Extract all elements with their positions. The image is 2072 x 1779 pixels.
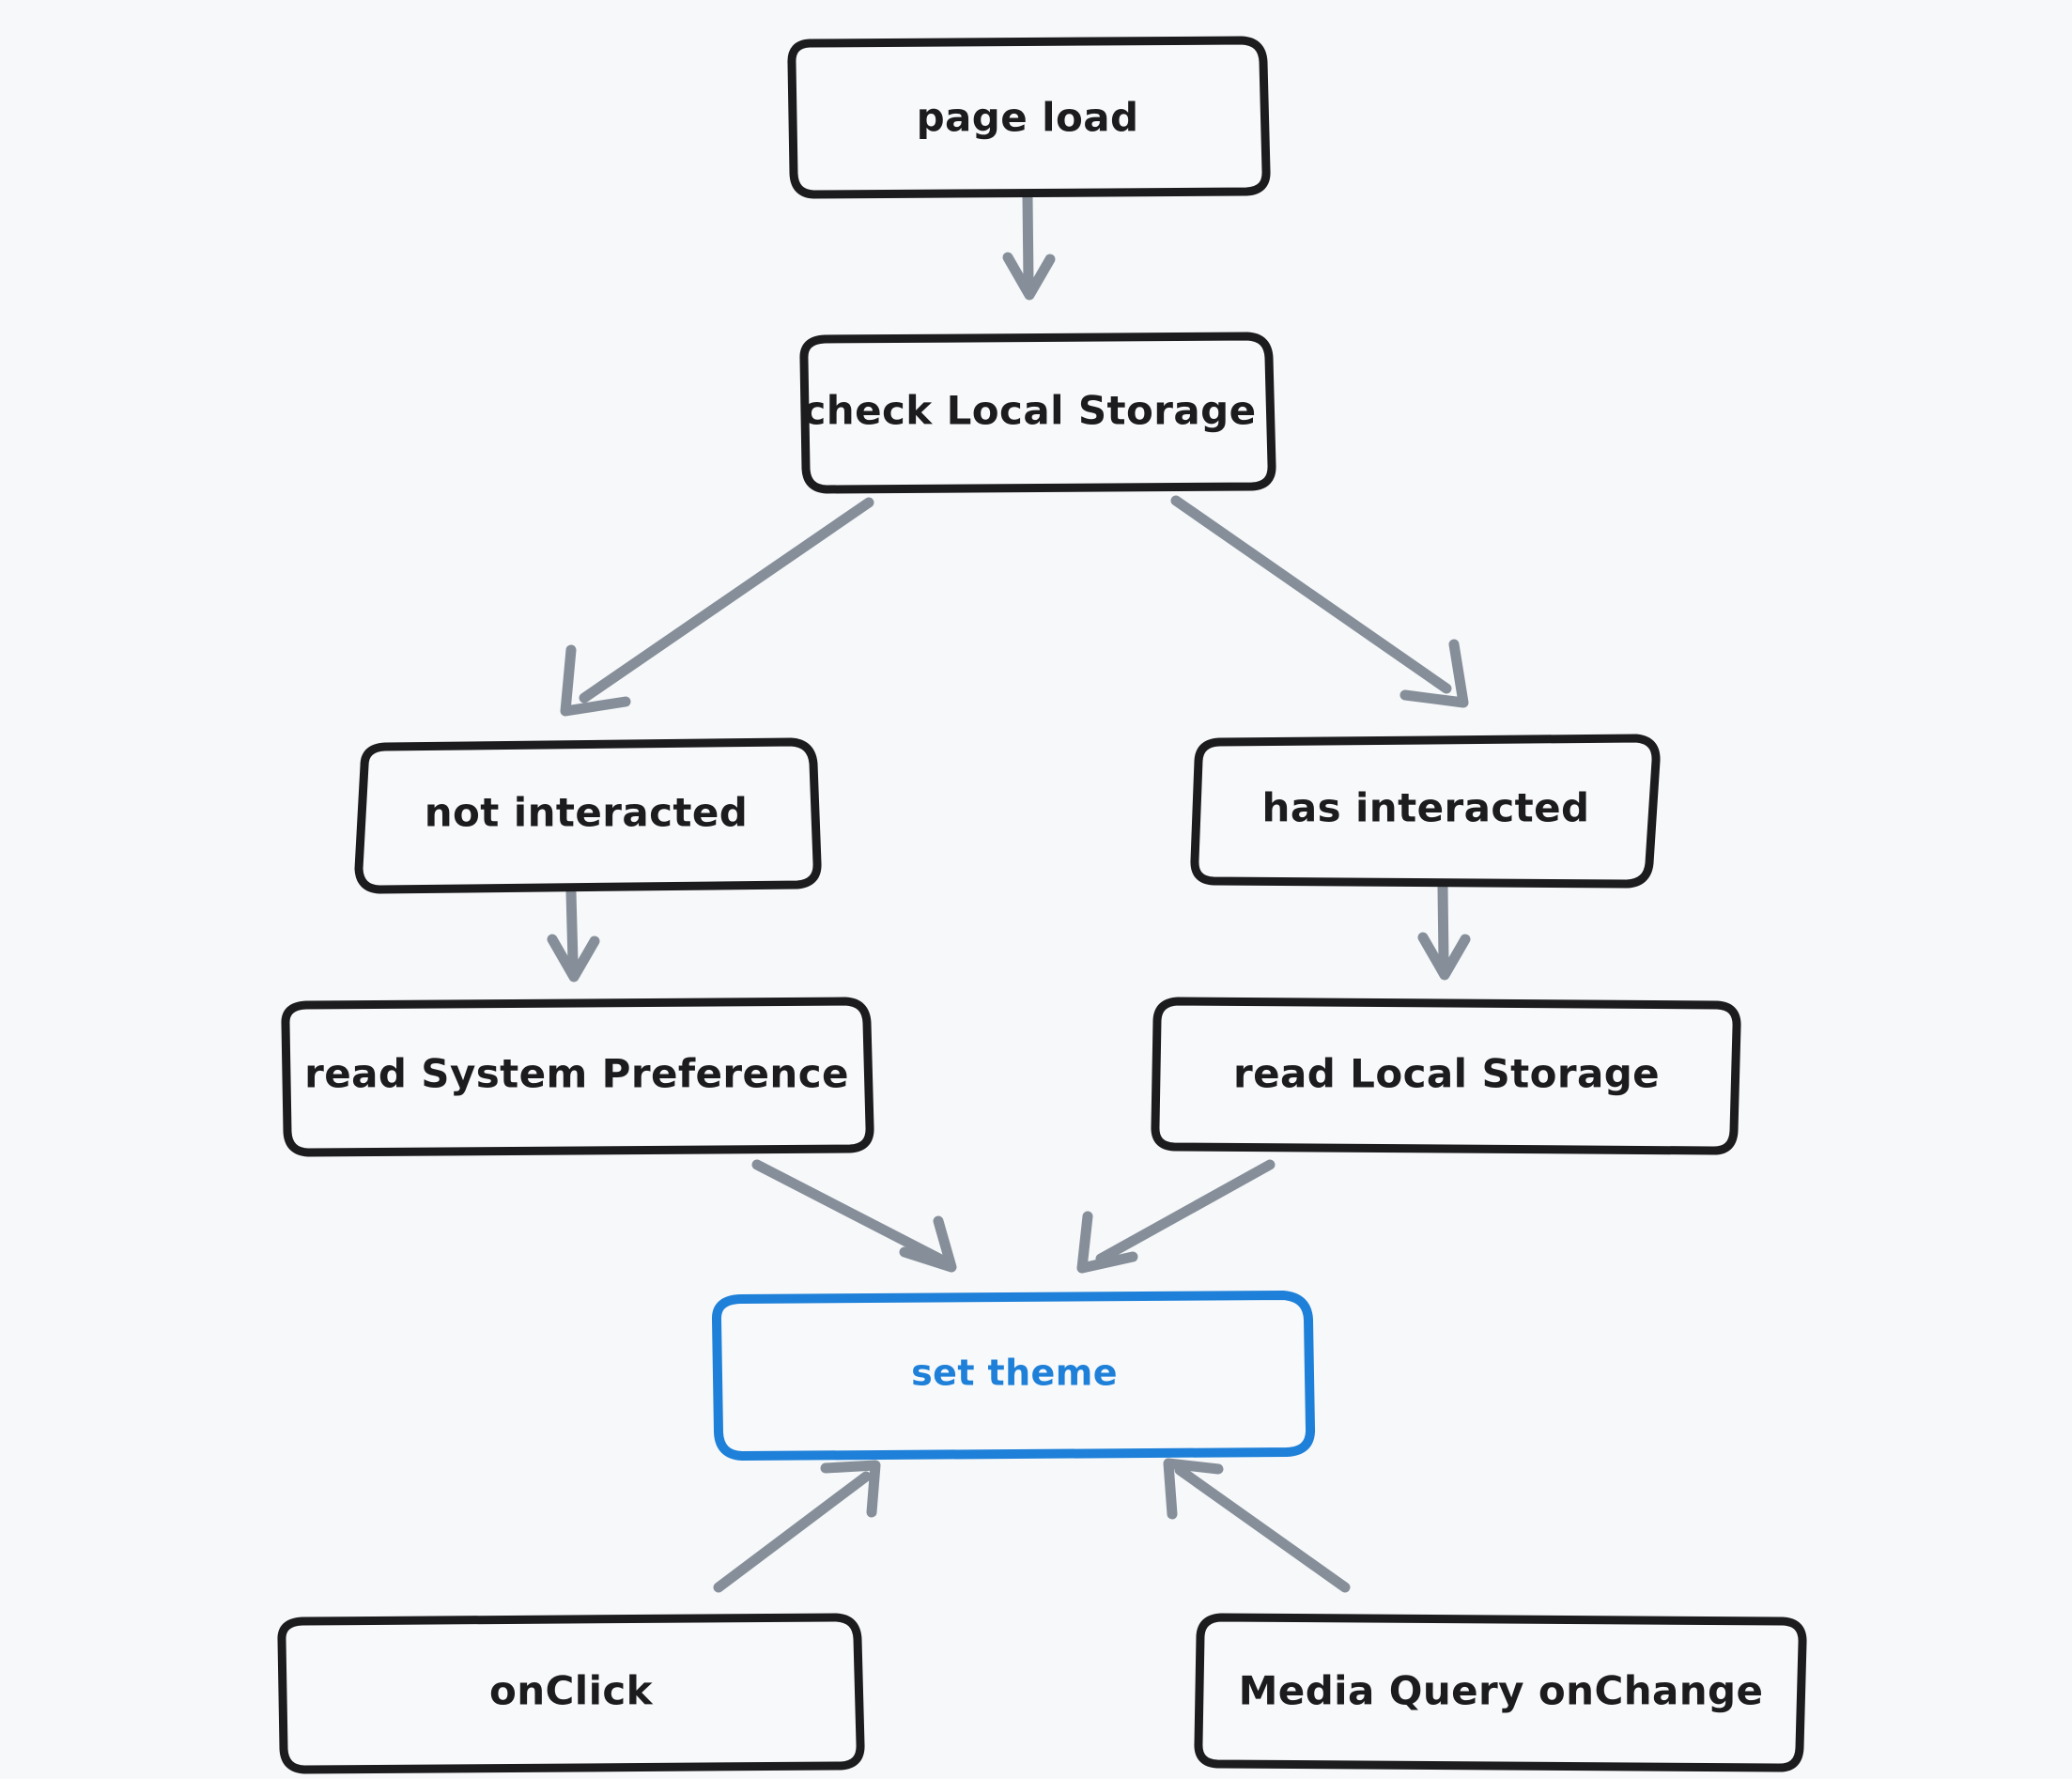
node-not-interacted[interactable]: not interacted (354, 737, 822, 894)
node-has-interacted-label: has interacted (1262, 785, 1590, 831)
edge-read-system-pref-to-set-theme (751, 1159, 957, 1273)
node-check-local-storage-label: check Local Storage (803, 388, 1257, 434)
node-on-click[interactable]: onClick (277, 1613, 865, 1774)
node-on-click-label: onClick (489, 1668, 654, 1714)
edge-media-query-to-set-theme (1163, 1458, 1351, 1593)
node-set-theme-label: set theme (911, 1353, 1118, 1394)
edge-has-interacted-to-read-local (1417, 882, 1471, 981)
edge-check-local-to-not-interacted (560, 497, 874, 717)
edge-layer (547, 192, 1471, 1593)
edge-check-local-to-has-interacted (1170, 495, 1469, 708)
node-check-local-storage[interactable]: check Local Storage (799, 332, 1276, 494)
node-page-load[interactable]: page load (787, 36, 1271, 199)
edge-on-click-to-set-theme (713, 1460, 881, 1593)
node-media-query-on-change[interactable]: Media Query onChange (1194, 1613, 1807, 1772)
node-media-query-on-change-label: Media Query onChange (1239, 1668, 1764, 1714)
node-has-interacted[interactable]: has interacted (1190, 734, 1661, 889)
node-layer: page load check Local Storage not intera… (277, 36, 1807, 1774)
edge-not-interacted-to-read-system-pref (547, 887, 600, 982)
node-set-theme[interactable]: set theme (712, 1291, 1315, 1461)
edge-page-load-to-check-local (1002, 192, 1056, 301)
node-read-local-storage-label: read Local Storage (1233, 1051, 1660, 1097)
node-read-system-preference-label: read System Preference (304, 1051, 849, 1097)
edge-read-local-to-set-theme (1076, 1159, 1276, 1274)
node-not-interacted-label: not interacted (425, 790, 749, 836)
node-read-local-storage[interactable]: read Local Storage (1151, 997, 1741, 1155)
node-page-load-label: page load (917, 95, 1139, 141)
node-read-system-preference[interactable]: read System Preference (281, 997, 874, 1157)
